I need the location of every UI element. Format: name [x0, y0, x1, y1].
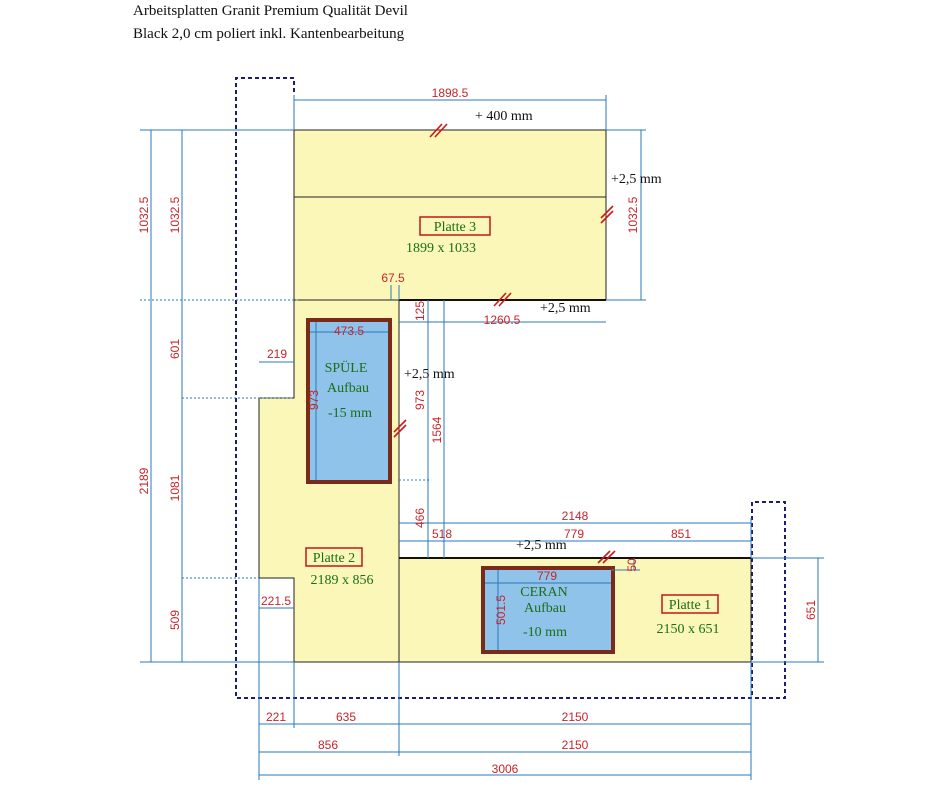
dim-779-hob: 779: [537, 569, 557, 583]
plate-1-size: 2150 x 651: [657, 622, 720, 637]
dim-851: 851: [671, 527, 691, 541]
dim-1032-5-right: 1032.5: [626, 196, 640, 233]
dim-473-5: 473.5: [334, 324, 364, 338]
dim-651: 651: [804, 600, 818, 620]
sink-label-offset: -15 mm: [328, 406, 372, 421]
plate-1-label: Platte 1: [669, 598, 711, 613]
sink-label-name: SPÜLE: [325, 359, 368, 376]
dim-125: 125: [413, 301, 427, 321]
dim-518: 518: [432, 527, 452, 541]
dim-2150-lower: 2150: [562, 738, 589, 752]
dim-67-5: 67.5: [381, 271, 405, 285]
dim-466: 466: [413, 508, 427, 528]
hob-label-offset: -10 mm: [523, 625, 567, 640]
note-plus-2-5-lower: +2,5 mm: [516, 538, 567, 553]
dim-779-top: 779: [564, 527, 584, 541]
dimension-lines: [140, 95, 824, 780]
dim-635: 635: [336, 710, 356, 724]
plate-3-label: Platte 3: [434, 220, 476, 235]
dim-221-5: 221.5: [261, 594, 291, 608]
plate-3-label-box: [419, 216, 491, 236]
drawing-title-line-1: Arbeitsplatten Granit Premium Qualität D…: [133, 3, 408, 19]
note-plus-2-5-inner: +2,5 mm: [404, 367, 455, 382]
plate-3-size: 1899 x 1033: [406, 241, 476, 256]
dim-1032-5-outer: 1032.5: [137, 196, 151, 233]
note-plus-400: + 400 mm: [475, 109, 533, 124]
wall-outline: [235, 77, 786, 699]
dim-219: 219: [267, 347, 287, 361]
plate-2-label-box: [305, 547, 363, 567]
note-plus-2-5-right: +2,5 mm: [611, 172, 662, 187]
drawing-title-line-2: Black 2,0 cm poliert inkl. Kantenbearbei…: [133, 26, 405, 42]
dim-509: 509: [168, 610, 182, 630]
dim-221: 221: [266, 710, 286, 724]
dim-501-5: 501.5: [494, 595, 508, 625]
hob-label-name: CERAN: [520, 585, 567, 600]
note-plus-2-5-top: +2,5 mm: [540, 301, 591, 316]
dim-856: 856: [318, 738, 338, 752]
plate-2-size: 2189 x 856: [311, 573, 374, 588]
dim-1032-5-inner: 1032.5: [168, 196, 182, 233]
hob-label-type: Aufbau: [524, 601, 566, 616]
dim-973: 973: [413, 390, 427, 410]
plate-2-label: Platte 2: [313, 551, 355, 566]
plate-3-area: [293, 129, 607, 301]
sink-label-type: Aufbau: [327, 381, 369, 396]
dim-601: 601: [168, 339, 182, 359]
dim-50: 50: [625, 558, 639, 572]
dim-3006: 3006: [492, 762, 519, 776]
dim-1260-5: 1260.5: [484, 313, 521, 327]
dim-1081: 1081: [168, 474, 182, 501]
dim-2150-upper: 2150: [562, 710, 589, 724]
sink-cutout: [310, 322, 388, 480]
dim-2189: 2189: [137, 467, 151, 494]
break-marks: [393, 123, 616, 564]
plate-1-label-box: [661, 594, 719, 614]
dim-2148: 2148: [562, 509, 589, 523]
dim-1898-5: 1898.5: [432, 86, 469, 100]
dim-973-sink: 973: [307, 390, 321, 410]
dim-1564: 1564: [430, 416, 444, 443]
